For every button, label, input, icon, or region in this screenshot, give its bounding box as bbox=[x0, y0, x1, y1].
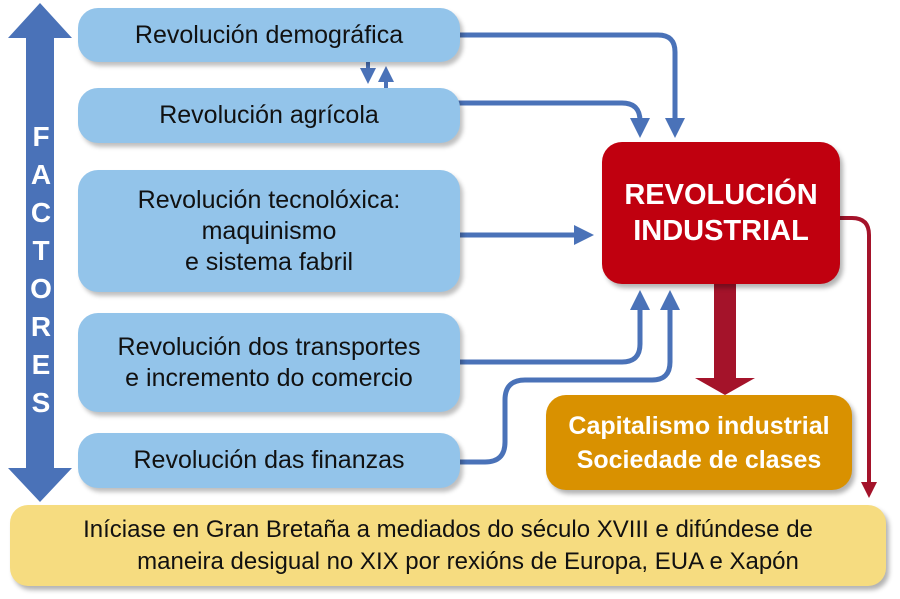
letter: T bbox=[32, 235, 50, 266]
result-text: Sociedade de clases bbox=[576, 445, 822, 474]
central-text: REVOLUCIÓN bbox=[624, 179, 818, 211]
factor-text: Revolución agrícola bbox=[159, 101, 379, 129]
arrow-agricola bbox=[455, 100, 650, 138]
factor-text: maquinismo bbox=[201, 216, 337, 245]
result-text: Capitalismo industrial bbox=[568, 411, 830, 440]
arrow-industrial-to-capitalismo bbox=[695, 284, 755, 395]
factor-agricola: Revolución agrícola bbox=[78, 88, 460, 143]
letter: O bbox=[30, 273, 52, 304]
factores-label: F A C T O R E S bbox=[24, 118, 58, 422]
letter: S bbox=[31, 387, 51, 418]
arrow-demografica bbox=[455, 32, 685, 138]
arrow-transportes bbox=[455, 290, 650, 365]
factor-text: e sistema fabril bbox=[184, 247, 354, 276]
factor-text: Revolución dos transportes bbox=[117, 332, 421, 361]
factor-text: e incremento do comercio bbox=[125, 363, 413, 392]
factor-tecnoloxica: Revolución tecnolóxica: maquinismo e sis… bbox=[78, 170, 460, 292]
revolucion-industrial-box: REVOLUCIÓN INDUSTRIAL bbox=[602, 142, 840, 284]
letter: E bbox=[31, 349, 51, 380]
factor-text: Revolución das finanzas bbox=[133, 446, 405, 474]
arrow-industrial-to-footer bbox=[838, 216, 877, 498]
letter: F bbox=[32, 121, 50, 152]
factor-transportes: Revolución dos transportes e incremento … bbox=[78, 313, 460, 412]
capitalismo-box: Capitalismo industrial Sociedade de clas… bbox=[546, 395, 852, 490]
factor-text: Revolución tecnolóxica: bbox=[137, 185, 401, 214]
arrow-finanzas bbox=[455, 290, 680, 465]
factor-finanzas: Revolución das finanzas bbox=[78, 433, 460, 488]
footer-text: maneira desigual no XIX por rexións de E… bbox=[137, 547, 799, 575]
factor-demografica: Revolución demográfica bbox=[78, 8, 460, 62]
letter: A bbox=[30, 159, 52, 190]
central-text: INDUSTRIAL bbox=[633, 215, 809, 247]
letter: C bbox=[30, 197, 52, 228]
footer-box: Iníciase en Gran Bretaña a mediados do s… bbox=[10, 505, 886, 586]
factores-arrow bbox=[8, 3, 72, 502]
factor-text: Revolución demográfica bbox=[134, 20, 404, 49]
letter: R bbox=[30, 311, 52, 342]
footer-text: Iníciase en Gran Bretaña a mediados do s… bbox=[83, 515, 813, 543]
